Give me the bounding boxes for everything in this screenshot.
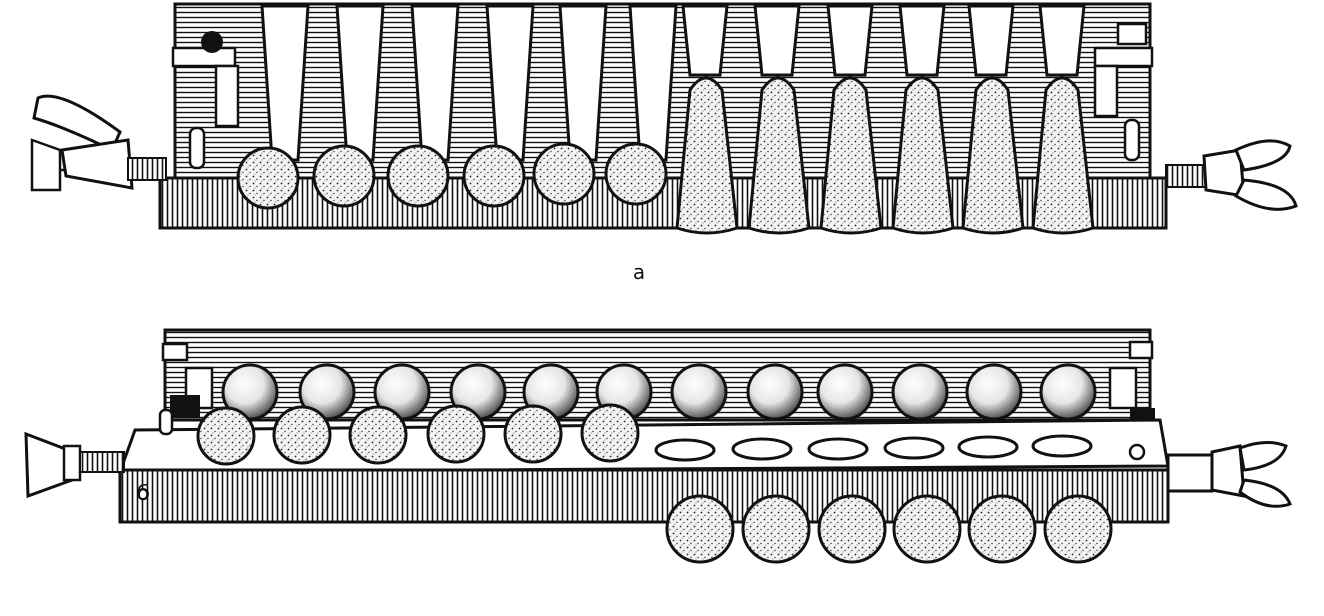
guide-pin [1123,118,1141,162]
sphere-row-top [221,363,1097,421]
clamp-screw-icon [1165,164,1207,188]
wing-nut-icon [1202,139,1298,211]
mold-cavities-a-right [681,4,1086,77]
guide-pin [1128,443,1146,461]
panel-b-label: б [137,481,149,505]
clamp-screw-icon [1166,453,1214,493]
clamp-screw-icon [79,451,125,473]
mounting-hole [201,31,223,53]
suppository-ends-a [236,142,668,210]
panel-a: a [30,2,1298,284]
panel-b: б [24,328,1292,564]
wing-nut-icon [1210,441,1292,508]
sphere-row-removed [665,494,1113,564]
clamp-screw-icon [127,157,167,181]
conical-suppositories [675,76,1095,235]
sphere-row-second [196,403,640,466]
wing-nut-icon [30,94,160,192]
panel-a-label: a [633,260,645,284]
guide-pin [158,408,174,436]
mold-cavities-a [260,4,678,162]
empty-cavities [654,434,1093,462]
guide-pin [188,126,206,170]
